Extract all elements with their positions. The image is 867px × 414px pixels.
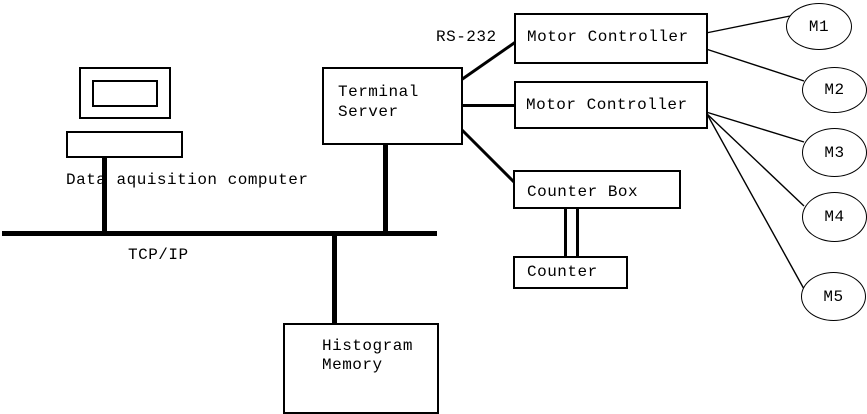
motor-m1-label: M1 xyxy=(808,17,830,36)
counter-label: Counter xyxy=(527,263,598,281)
motor-controller-2-label: Motor Controller xyxy=(526,96,688,114)
counter-box-label: Counter Box xyxy=(527,183,639,201)
terminal-server-node: Terminal Server xyxy=(322,67,463,145)
motor-m2-label: M2 xyxy=(824,81,845,99)
motor-controller-2-to-m5-line xyxy=(706,113,805,290)
motor-m2-node: M2 xyxy=(802,67,867,113)
computer-screen-icon xyxy=(92,80,158,107)
terminal-server-label: Terminal Server xyxy=(338,83,419,121)
motor-m5-node: M5 xyxy=(801,272,866,321)
terminal-server-to-motor-controller-1-line xyxy=(460,39,518,82)
motor-controller-1-node: Motor Controller xyxy=(514,13,708,64)
tcp-ip-bus-label: TCP/IP xyxy=(128,246,189,264)
motor-controller-2-node: Motor Controller xyxy=(514,81,708,129)
motor-m4-node: M4 xyxy=(802,192,867,242)
motor-m3-node: M3 xyxy=(802,128,867,177)
motor-controller-1-to-m2-line xyxy=(705,48,805,82)
motor-controller-1-to-m1-line xyxy=(705,15,791,34)
computer-keyboard-icon xyxy=(66,131,183,158)
counter-node: Counter xyxy=(513,256,628,289)
motor-m1-node: M1 xyxy=(786,3,852,50)
terminal-server-to-counter-box-line xyxy=(459,127,518,186)
data-acquisition-computer-label: Data aquisition computer xyxy=(66,171,309,189)
motor-controller-2-to-m4-line xyxy=(705,112,805,207)
motor-controller-1-label: Motor Controller xyxy=(527,28,689,46)
histogram-memory-label: Histogram Memory xyxy=(322,337,413,374)
rs-232-label: RS-232 xyxy=(436,28,497,46)
counter-box-node: Counter Box xyxy=(513,170,681,209)
histogram-memory-node: Histogram Memory xyxy=(283,323,439,414)
motor-m4-label: M4 xyxy=(824,208,845,226)
motor-m5-label: M5 xyxy=(823,287,844,306)
motor-controller-2-to-m3-line xyxy=(705,111,805,143)
motor-m3-label: M3 xyxy=(824,143,845,162)
